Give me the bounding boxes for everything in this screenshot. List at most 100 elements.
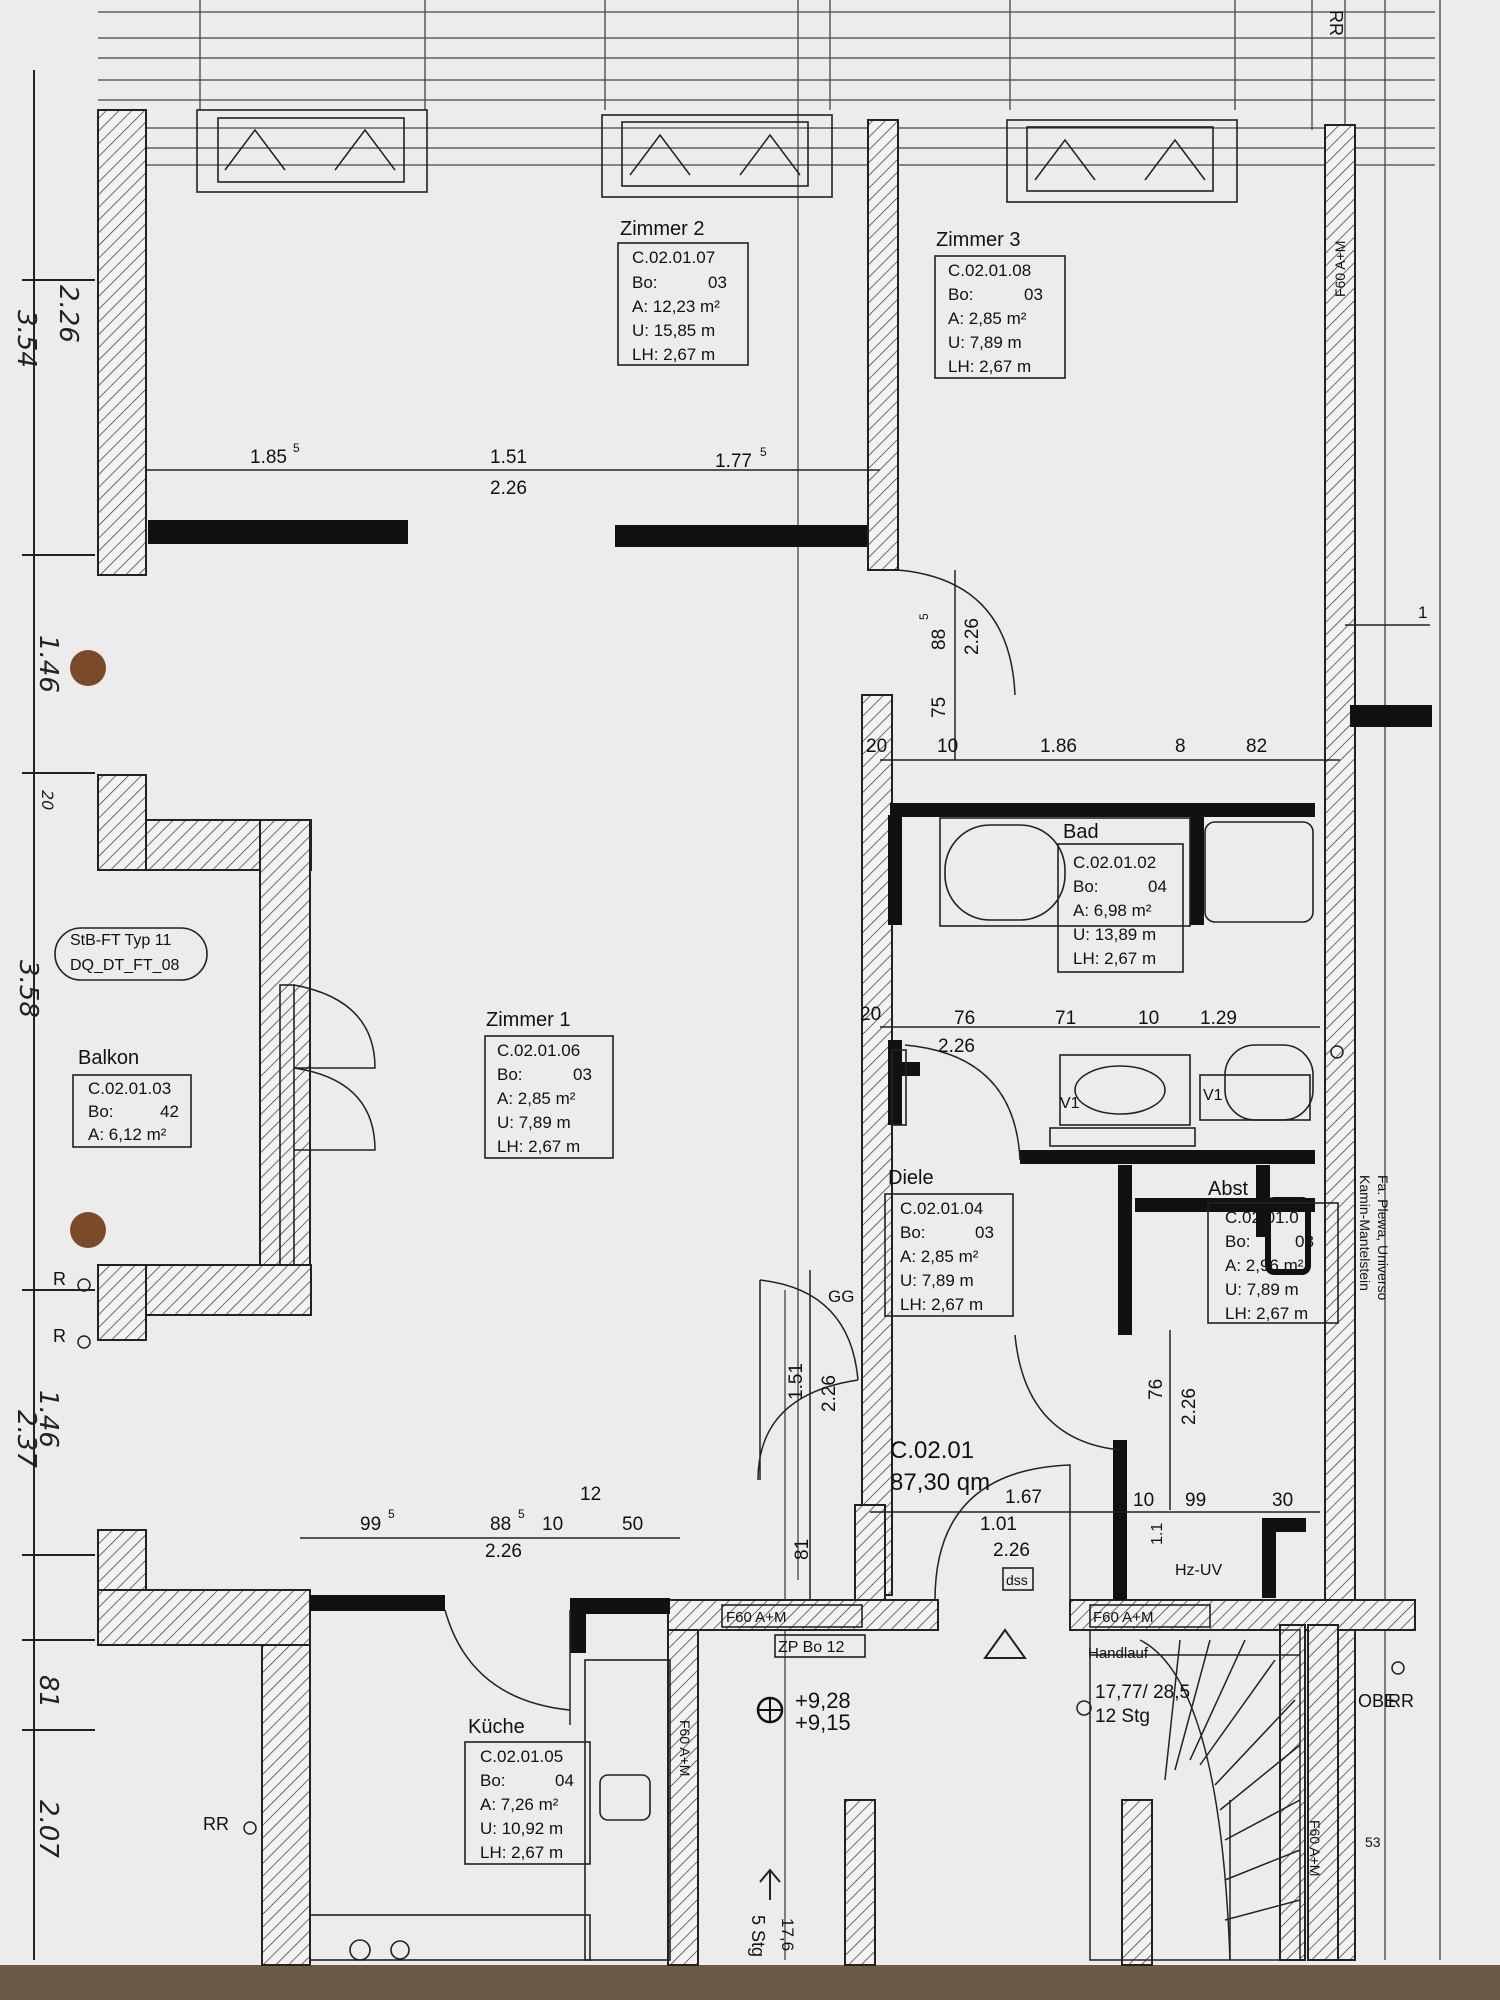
room-height: LH: 2,67 m [1073,949,1156,968]
room-bo-label: Bo: [900,1223,926,1242]
room-bo-label: Bo: [1225,1232,1251,1251]
room-zimmer-3: Zimmer 3 C.02.01.08 Bo: 03 A: 2,85 m² U:… [936,229,1043,376]
svg-text:99: 99 [1185,1490,1206,1511]
balcony-door [279,984,376,1266]
room-name: Küche [468,1716,525,1738]
svg-text:2.26: 2.26 [485,1541,522,1562]
svg-text:2.26: 2.26 [490,478,527,499]
svg-text:81: 81 [33,1675,63,1708]
svg-text:99: 99 [360,1514,381,1535]
dss-label: dss [1006,1572,1028,1588]
window-type-label: StB-FT Typ 11 [70,932,171,949]
room-height: LH: 2,67 m [948,357,1031,376]
svg-text:20: 20 [860,1004,881,1025]
room-zimmer-1: Zimmer 1 C.02.01.06 Bo: 03 A: 2,85 m² U:… [486,1009,592,1156]
handlauf-label: Handlauf [1088,1645,1149,1662]
svg-text:1.51: 1.51 [786,1363,807,1400]
room-perimeter: U: 15,85 m [632,321,715,340]
room-name: Zimmer 2 [620,218,704,240]
room-area: A: 6,12 m² [88,1125,167,1144]
room-bo-value: 04 [555,1771,574,1790]
svg-text:2.26: 2.26 [993,1540,1030,1561]
svg-text:71: 71 [1055,1008,1076,1029]
svg-text:88: 88 [490,1514,511,1535]
punch-hole [70,1212,106,1248]
solid-walls [148,520,1432,1653]
room-height: LH: 2,67 m [632,345,715,364]
svg-text:1.46: 1.46 [33,1390,63,1448]
svg-text:1.46: 1.46 [33,635,63,693]
svg-text:20: 20 [866,736,887,757]
svg-text:76: 76 [1146,1379,1167,1400]
room-bo-label: Bo: [632,273,658,292]
bathroom-fixtures [891,817,1314,1275]
svg-text:10: 10 [1138,1008,1159,1029]
level-lower: +9,15 [795,1710,851,1735]
room-area: A: 2,85 m² [497,1089,576,1108]
stair-value: 17,6 [778,1918,797,1951]
svg-text:75: 75 [929,697,950,718]
svg-text:2.26: 2.26 [53,285,83,343]
room-id: C.02.01.05 [480,1747,563,1766]
svg-text:2.26: 2.26 [938,1036,975,1057]
room-id: C.02.01.0 [1225,1208,1299,1227]
level-marker-cross [758,1698,782,1722]
window-type-code: DQ_DT_FT_08 [70,957,179,974]
punch-hole [70,650,106,686]
room-id: C.02.01.04 [900,1199,983,1218]
room-abst: Abst C.02.01.0 Bo: 03 A: 2,96 m² U: 7,89… [1208,1178,1314,1323]
page-number: 53 [1365,1834,1381,1850]
room-area: A: 2,85 m² [900,1247,979,1266]
svg-text:2.26: 2.26 [1179,1388,1200,1425]
stair-arrow-2 [759,1868,781,1900]
room-bo-label: Bo: [497,1065,523,1084]
room-bo-label: Bo: [1073,877,1099,896]
svg-text:1.1: 1.1 [1149,1523,1166,1545]
heating-distributor-label: Hz-UV [1175,1562,1222,1579]
fire-rating-label: F60 A+M [1093,1609,1153,1626]
dimension-lines [146,469,1430,1600]
gg-label: GG [828,1287,854,1306]
svg-text:5: 5 [518,1507,525,1521]
top-windows [196,109,1238,203]
room-bad: Bad C.02.01.02 Bo: 04 A: 6,98 m² U: 13,8… [1063,821,1167,968]
room-bo-label: Bo: [88,1102,114,1121]
room-bo-value: 03 [1295,1232,1314,1251]
level-upper: +9,28 [795,1688,851,1713]
svg-text:2.37: 2.37 [11,1410,41,1468]
svg-text:5: 5 [388,1507,395,1521]
svg-text:12: 12 [580,1484,601,1505]
room-id: C.02.01.06 [497,1041,580,1060]
room-bo-value: 03 [573,1065,592,1084]
svg-text:1.86: 1.86 [1040,736,1077,757]
r-label: R [53,1326,66,1346]
room-area: A: 2,85 m² [948,309,1027,328]
svg-text:88: 88 [929,629,950,650]
svg-text:2.26: 2.26 [819,1375,840,1412]
room-balkon: Balkon C.02.01.03 Bo: 42 A: 6,12 m² [78,1047,179,1144]
fire-rating-label: F60 A+M [1332,241,1348,297]
svg-text:10: 10 [937,736,958,757]
unit-id: C.02.01 [890,1437,974,1464]
svg-text:10: 10 [1133,1490,1154,1511]
room-name: Abst [1208,1178,1248,1200]
svg-text:81: 81 [792,1539,813,1560]
room-area: A: 2,96 m² [1225,1256,1304,1275]
room-name: Balkon [78,1047,139,1069]
room-id: C.02.01.07 [632,248,715,267]
room-perimeter: U: 7,89 m [1225,1280,1299,1299]
svg-text:1.85: 1.85 [250,447,287,468]
svg-text:3.54: 3.54 [11,310,41,368]
svg-text:76: 76 [954,1008,975,1029]
room-bo-label: Bo: [948,285,974,304]
handwritten-dimension-line [22,70,95,1960]
room-height: LH: 2,67 m [480,1843,563,1862]
vent-label: V1 [1060,1095,1080,1112]
svg-text:1.01: 1.01 [980,1514,1017,1535]
svg-text:8: 8 [1175,736,1186,757]
room-zimmer-2: Zimmer 2 C.02.01.07 Bo: 03 A: 12,23 m² U… [620,218,727,364]
svg-text:50: 50 [622,1514,643,1535]
svg-text:2.07: 2.07 [33,1800,63,1858]
fire-rating-label: F60 A+M [1307,1820,1323,1876]
